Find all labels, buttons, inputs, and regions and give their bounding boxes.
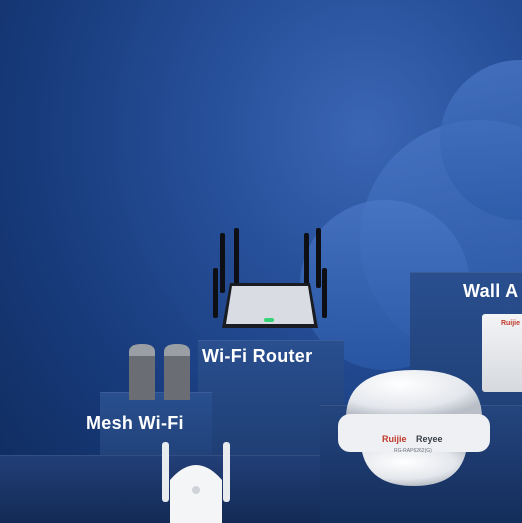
outdoor-ap-model: RG-RAP6262(G) <box>394 448 432 454</box>
outdoor-ap-brand-ruijie: Ruijie <box>382 434 407 444</box>
wall-ap-image: Ruijie <box>482 314 522 392</box>
outdoor-ap-image: Ruijie Reyee RG-RAP6262(G) <box>336 368 492 488</box>
wifi-router-label: Wi-Fi Router <box>202 346 313 366</box>
wifi-extender-image <box>160 440 232 523</box>
outdoor-ap-brand-reyee: Reyee <box>416 434 443 444</box>
wifi-router-image <box>210 228 330 336</box>
wall-ap-brand: Ruijie <box>500 320 520 327</box>
mesh-wifi-image <box>126 340 196 402</box>
mesh-wifi-label: Mesh Wi-Fi <box>86 413 184 433</box>
wall-ap-label: Wall A <box>463 281 519 301</box>
